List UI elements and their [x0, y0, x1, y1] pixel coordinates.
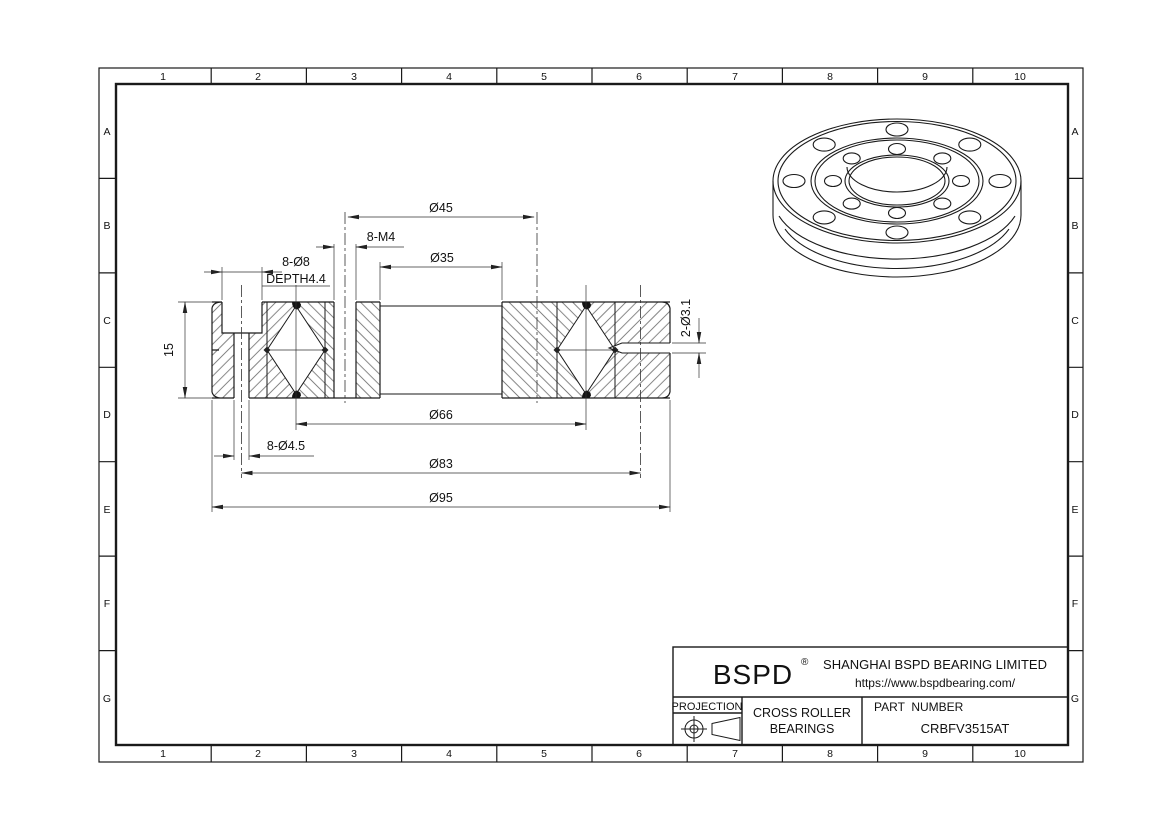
iso-inner-ring-holes	[823, 142, 971, 220]
title-block-grid	[673, 696, 1068, 745]
extension-lines	[178, 244, 706, 512]
zone-labels: 1 2 3 4 5 6 7 8 9 10 1 2 3 4 5 6 7 8 9 1…	[103, 71, 1079, 760]
zone-row-label: B	[1071, 220, 1078, 232]
zone-row-label: F	[104, 598, 110, 610]
zone-ticks-columns	[210, 68, 974, 762]
drawing-frame	[98, 67, 1084, 763]
dim-label-counterbore-depth: DEPTH4.4	[266, 272, 326, 286]
zone-col-label: 1	[160, 748, 166, 760]
zone-col-label: 8	[827, 71, 833, 83]
section-outline	[211, 301, 671, 399]
brand-logo: BSPD	[713, 659, 793, 690]
dim-label-height: 15	[162, 343, 176, 357]
dim-label-outer-diameter: Ø95	[429, 491, 453, 505]
zone-col-label: 10	[1014, 748, 1026, 760]
company-website: https://www.bspdbearing.com/	[855, 676, 1016, 690]
iso-ring-split-inner	[814, 139, 980, 223]
part-number-value: CRBFV3515AT	[921, 721, 1010, 736]
iso-body-silhouette	[772, 181, 1022, 278]
zone-col-label: 4	[446, 748, 452, 760]
zone-row-label: G	[103, 693, 111, 705]
iso-ring-split-outer	[810, 137, 984, 225]
iso-bore-chamfer	[848, 156, 946, 206]
zone-row-label: G	[1071, 693, 1079, 705]
zone-col-label: 9	[922, 748, 928, 760]
dim-label-counterbore: 8-Ø8	[282, 255, 310, 269]
iso-body-seam-mid	[778, 215, 1016, 260]
part-number-label: PART NUMBER	[874, 700, 964, 714]
dim-label-grease-holes: 2-Ø3.1	[679, 299, 693, 337]
grease-hole-cutout	[609, 343, 670, 353]
dim-label-tap-circle: Ø45	[429, 201, 453, 215]
roller-vertex-mark	[553, 346, 561, 354]
roller-pitch-lines	[295, 285, 587, 430]
iso-outer-chamfer	[777, 120, 1017, 242]
zone-col-label: 2	[255, 71, 261, 83]
zone-row-label: C	[103, 315, 111, 327]
bore-far-wall-lines	[380, 305, 502, 395]
isometric-view	[772, 118, 1022, 278]
seal-marks	[292, 302, 591, 398]
product-name-line1: CROSS ROLLER	[753, 706, 851, 720]
hole-center-lines	[241, 212, 641, 478]
roller-vertex-mark	[263, 346, 271, 354]
counterbore-cutout	[222, 302, 262, 333]
section-view	[211, 212, 671, 478]
zone-row-label: D	[1071, 409, 1079, 421]
zone-col-label: 3	[351, 71, 357, 83]
zone-row-label: D	[103, 409, 111, 421]
dim-label-bore: Ø35	[430, 251, 454, 265]
iso-outer-edge	[772, 118, 1022, 244]
dim-label-roller-pitch: Ø66	[429, 408, 453, 422]
company-name: SHANGHAI BSPD BEARING LIMITED	[823, 657, 1047, 672]
zone-row-label: A	[1071, 126, 1078, 138]
zone-row-label: B	[103, 220, 110, 232]
zone-col-label: 4	[446, 71, 452, 83]
iso-bore-far-wall	[846, 166, 948, 193]
zone-row-label: E	[1071, 504, 1078, 516]
zone-col-label: 7	[732, 748, 738, 760]
zone-col-label: 9	[922, 71, 928, 83]
product-name-line2: BEARINGS	[770, 722, 835, 736]
zone-col-label: 5	[541, 748, 547, 760]
iso-flange-holes	[782, 122, 1012, 240]
registered-mark: ®	[801, 657, 809, 668]
outer-border	[98, 67, 1084, 763]
inner-border	[114, 82, 1070, 747]
zone-col-label: 3	[351, 748, 357, 760]
title-block: BSPD ® SHANGHAI BSPD BEARING LIMITED htt…	[672, 646, 1069, 746]
zone-ticks-rows	[99, 177, 1083, 652]
first-angle-projection-icon	[681, 716, 741, 742]
zone-col-label: 2	[255, 748, 261, 760]
dim-label-bolt-circle: Ø83	[429, 457, 453, 471]
zone-col-label: 10	[1014, 71, 1026, 83]
zone-col-label: 7	[732, 71, 738, 83]
grease-hole-outline	[607, 342, 670, 354]
zone-col-label: 6	[636, 748, 642, 760]
roller-vertex-mark	[321, 346, 329, 354]
zone-row-label: A	[103, 126, 110, 138]
zone-col-label: 6	[636, 71, 642, 83]
projection-label: PROJECTION	[672, 701, 743, 713]
iso-body-seam-lower	[784, 228, 1010, 270]
dim-label-mount-holes: 8-Ø4.5	[267, 439, 305, 453]
iso-bore-edge	[844, 154, 950, 208]
zone-row-label: C	[1071, 315, 1079, 327]
dimensions: Ø45 8-M4 Ø35 8-Ø8 DEPTH4.4 15 2-Ø3.1 Ø66…	[162, 201, 706, 512]
zone-row-label: F	[1072, 598, 1078, 610]
bore-cutout	[380, 302, 502, 398]
zone-col-label: 5	[541, 71, 547, 83]
zone-col-label: 8	[827, 748, 833, 760]
zone-col-label: 1	[160, 71, 166, 83]
zone-row-label: E	[103, 504, 110, 516]
dim-label-tapped-holes: 8-M4	[367, 230, 396, 244]
title-block-border	[672, 646, 1069, 746]
